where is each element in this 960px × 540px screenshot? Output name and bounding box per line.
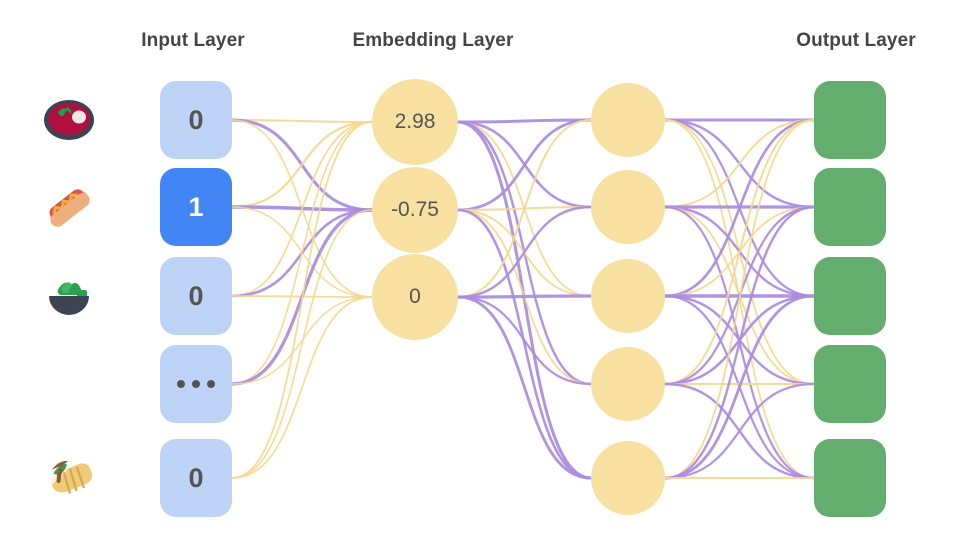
edge-input-to-embedding [231,296,373,385]
output-node-0[interactable] [814,81,886,159]
edge-input-to-embedding [231,119,373,298]
ellipsis-icon [177,380,215,388]
input-node-value: 0 [188,104,204,135]
edge-input-to-embedding [231,121,373,297]
edge-input-to-embedding [231,296,373,479]
edge-hidden-to-output [663,205,816,480]
edge-hidden-to-output [664,206,815,297]
edge-embedding-to-hidden [456,118,593,124]
input-node-4[interactable]: 0 [160,439,232,517]
edge-embedding-to-hidden [456,295,593,480]
input-node-value: 0 [188,280,204,311]
embedding-node-value: -0.75 [391,198,439,221]
edge-input-to-embedding [230,205,374,212]
input-node-0[interactable]: 0 [160,81,232,159]
edge-hidden-to-output [663,205,816,298]
edge-embedding-to-hidden [456,120,593,480]
hidden-node-3[interactable] [591,347,665,421]
edge-hidden-to-output [663,205,816,386]
edge-input-to-embedding [231,119,373,123]
edge-hidden-to-output [663,118,816,209]
output-node-1[interactable] [814,168,886,246]
hidden-node-2[interactable] [591,259,665,333]
edge-hidden-to-output [664,119,815,479]
input-node-2[interactable]: 0 [160,257,232,335]
input-node-value: 1 [188,191,204,222]
edge-hidden-to-output [663,118,816,298]
edge-input-to-embedding [231,209,373,479]
edge-input-to-embedding [231,121,373,385]
hidden-node-4[interactable] [591,441,665,515]
output-node-3[interactable] [814,345,886,423]
edge-embedding-to-hidden [456,208,593,480]
edge-hidden-to-output [664,119,815,208]
edge-embedding-to-hidden [457,209,592,385]
edge-hidden-to-output [664,206,815,385]
edge-embedding-to-hidden [456,294,593,299]
edge-hidden-to-output [664,119,815,479]
output-node-2[interactable] [814,257,886,335]
embedding-node-0[interactable]: 2.98 [372,79,458,165]
edge-embedding-to-hidden [457,209,592,297]
layer-title-embedding-layer: Embedding Layer [352,30,514,51]
input-node-3[interactable] [160,345,232,423]
hot-dog-icon [38,176,100,238]
edge-embedding-to-hidden [457,119,592,298]
embedding-node-1[interactable]: -0.75 [372,167,458,253]
burrito-icon [38,447,100,509]
edge-input-to-embedding [230,208,374,298]
hidden-node-1[interactable] [591,170,665,244]
edge-hidden-to-output [663,382,816,480]
layer-title-input-layer: Input Layer [141,30,245,51]
edge-input-to-embedding [231,121,373,479]
edge-input-to-embedding [231,295,373,298]
input-node-value: 0 [188,462,204,493]
embedding-node-value: 2.98 [394,110,436,133]
edge-embedding-to-hidden [456,120,593,386]
edge-input-to-embedding [230,118,374,212]
edge-embedding-to-hidden [456,295,593,386]
edge-embedding-to-hidden [456,120,593,209]
edge-embedding-to-hidden [456,205,593,299]
edge-input-to-embedding [231,206,373,298]
edge-hidden-to-output [663,294,816,386]
embedding-node-value: 0 [409,285,421,308]
stew-bowl-icon [38,89,100,151]
edge-hidden-to-output [663,294,816,386]
edge-hidden-to-output [663,205,816,480]
edge-input-to-embedding [230,120,374,209]
salad-bowl-icon [38,265,100,327]
edge-hidden-to-output [663,294,816,480]
layer-title-output-layer: Output Layer [796,30,916,51]
edge-embedding-to-hidden [456,118,593,212]
edge-hidden-to-output [663,294,816,480]
edge-hidden-to-output [663,118,816,298]
edge-input-to-embedding [230,208,374,386]
edge-embedding-to-hidden [457,206,592,211]
hidden-node-0[interactable] [591,83,665,157]
edge-hidden-to-output [664,119,815,385]
edge-embedding-to-hidden [457,121,592,297]
output-node-4[interactable] [814,439,886,517]
edge-hidden-to-output [663,382,816,480]
embedding-node-2[interactable]: 0 [372,254,458,340]
edge-hidden-to-output [664,119,815,385]
input-node-1[interactable]: 1 [160,168,232,246]
